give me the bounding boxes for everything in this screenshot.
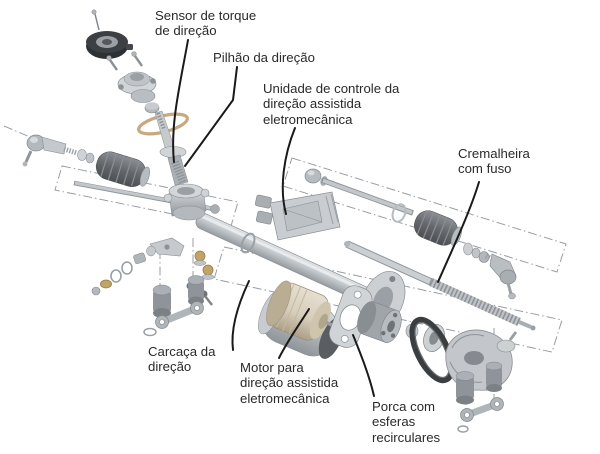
mount-bushing	[485, 361, 503, 392]
o-ring	[391, 203, 407, 223]
mount-bushing	[187, 275, 205, 306]
leader-ball-nut	[352, 334, 375, 397]
nut-icon	[478, 251, 490, 263]
leader-motor	[278, 308, 310, 359]
leader-lines	[172, 39, 480, 397]
label-control-unit: Unidade de controle da direção assistida…	[263, 81, 400, 127]
gear-housing-part	[445, 329, 518, 433]
leader-rack	[437, 181, 480, 283]
washer-icon	[77, 149, 87, 161]
leader-pinion	[184, 66, 238, 167]
brass-nut	[202, 264, 214, 276]
tie-rod-right-part	[304, 168, 517, 300]
label-torque-sensor: Sensor de torque de direção	[155, 8, 257, 39]
label-rack: Cremalheira com fuso	[458, 146, 530, 177]
bellows-boot	[414, 210, 462, 246]
washer-icon	[463, 242, 473, 256]
link-bar	[143, 301, 204, 337]
link-bar	[457, 397, 504, 433]
rack-screw-part	[344, 240, 536, 331]
leader-housing	[231, 280, 250, 351]
o-ring	[121, 261, 133, 275]
motor-part	[266, 280, 340, 341]
leader-control-unit	[281, 127, 296, 215]
label-housing: Carcaça da direção	[148, 344, 216, 375]
label-ball-nut: Porca com esferas recirculares	[372, 399, 441, 445]
washer-icon	[471, 247, 481, 259]
brass-washer	[100, 279, 112, 289]
screw-icon	[131, 51, 137, 57]
torque-sensor-part	[86, 9, 189, 136]
recirculating-ball-nut	[357, 301, 402, 343]
label-pinion: Pilhão da direção	[213, 50, 315, 65]
small-hardware-left	[91, 245, 215, 337]
brass-nut	[194, 250, 206, 262]
mount-bushing	[152, 284, 172, 318]
drive-belt	[409, 316, 455, 384]
leader-torque-sensor	[172, 39, 189, 163]
washer-icon	[85, 152, 95, 164]
guide-axis-left	[3, 125, 31, 138]
ball-nut-assembly	[329, 285, 455, 384]
screw-icon	[106, 55, 112, 61]
control-unit-part	[254, 191, 341, 241]
screw-threads	[429, 278, 521, 326]
o-ring	[110, 269, 122, 283]
mount-bushing	[455, 371, 475, 405]
bellows-boot	[95, 151, 150, 188]
guide-box-right-tie-rod	[282, 157, 567, 273]
label-motor: Motor para direção assistida eletromecân…	[240, 360, 339, 406]
